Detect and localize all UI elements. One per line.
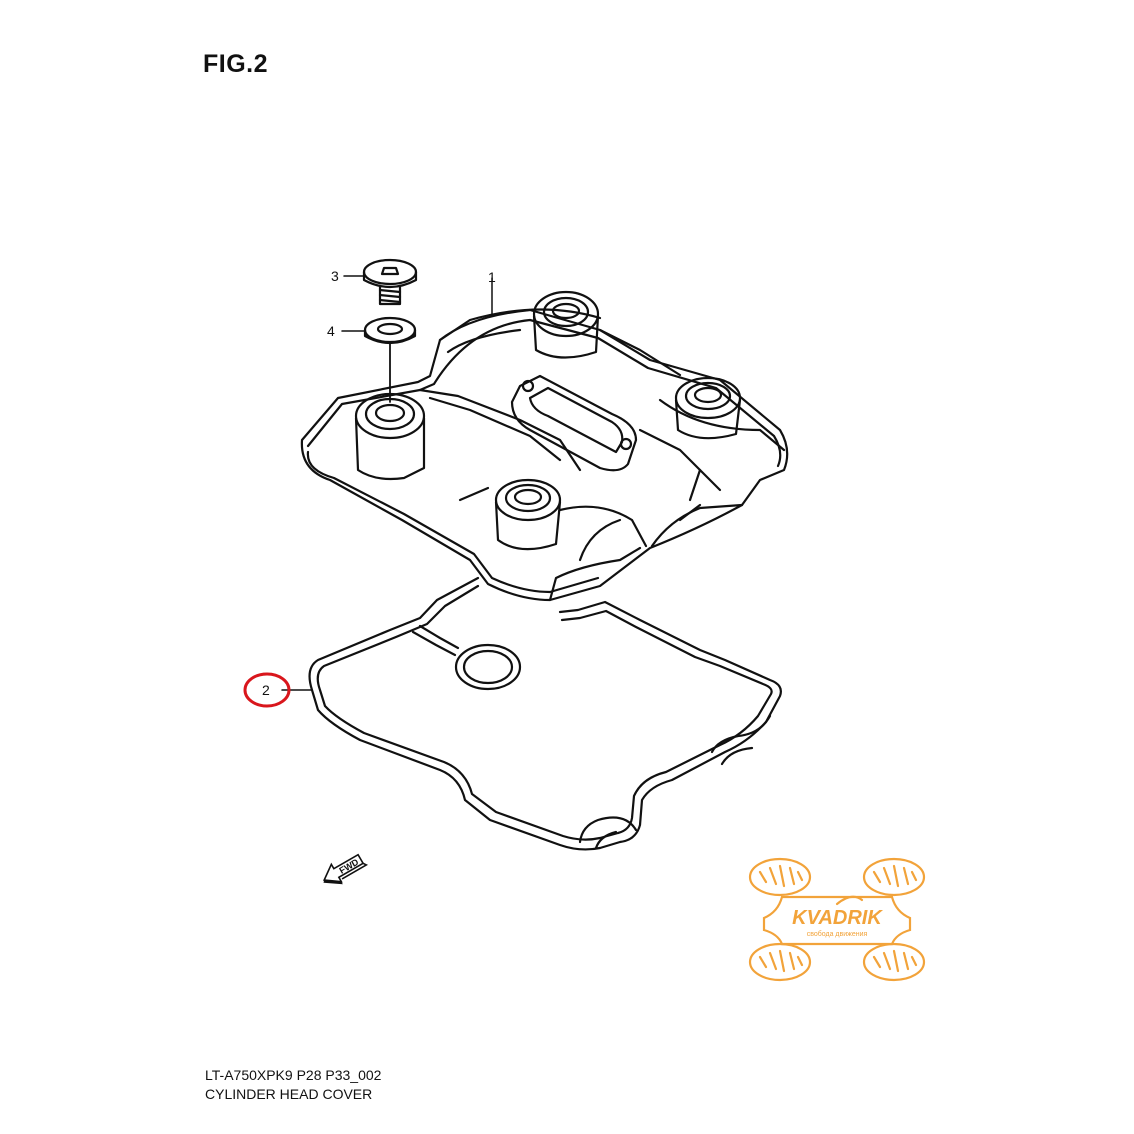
- tire-icon-top-left: [748, 857, 812, 897]
- watermark-brand: KVADRIK: [792, 907, 883, 929]
- diagram-footer: LT-A750XPK9 P28 P33_002 CYLINDER HEAD CO…: [205, 1066, 381, 1104]
- callout-1: 1: [488, 269, 496, 285]
- bolt: [362, 258, 418, 306]
- highlight-circle: [243, 672, 291, 708]
- cylinder-head-cover: [300, 290, 789, 602]
- fwd-arrow-icon: FWD: [323, 853, 369, 885]
- model-code: LT-A750XPK9 P28 P33_002: [205, 1067, 382, 1083]
- section-name: CYLINDER HEAD COVER: [205, 1086, 373, 1102]
- figure-title: FIG.2: [203, 50, 269, 78]
- kvadrik-watermark-logo: KVADRIK свобода движения: [748, 857, 926, 982]
- cover-gasket: [308, 576, 782, 851]
- callout-4: 4: [327, 323, 335, 339]
- callout-2: 2: [262, 682, 270, 698]
- tire-icon-top-right: [862, 857, 926, 897]
- watermark-slogan: свобода движения: [807, 930, 868, 938]
- tire-icon-bottom-right: [862, 942, 926, 982]
- washer: [363, 316, 417, 345]
- callout-3: 3: [331, 268, 339, 284]
- tire-icon-bottom-left: [748, 942, 812, 982]
